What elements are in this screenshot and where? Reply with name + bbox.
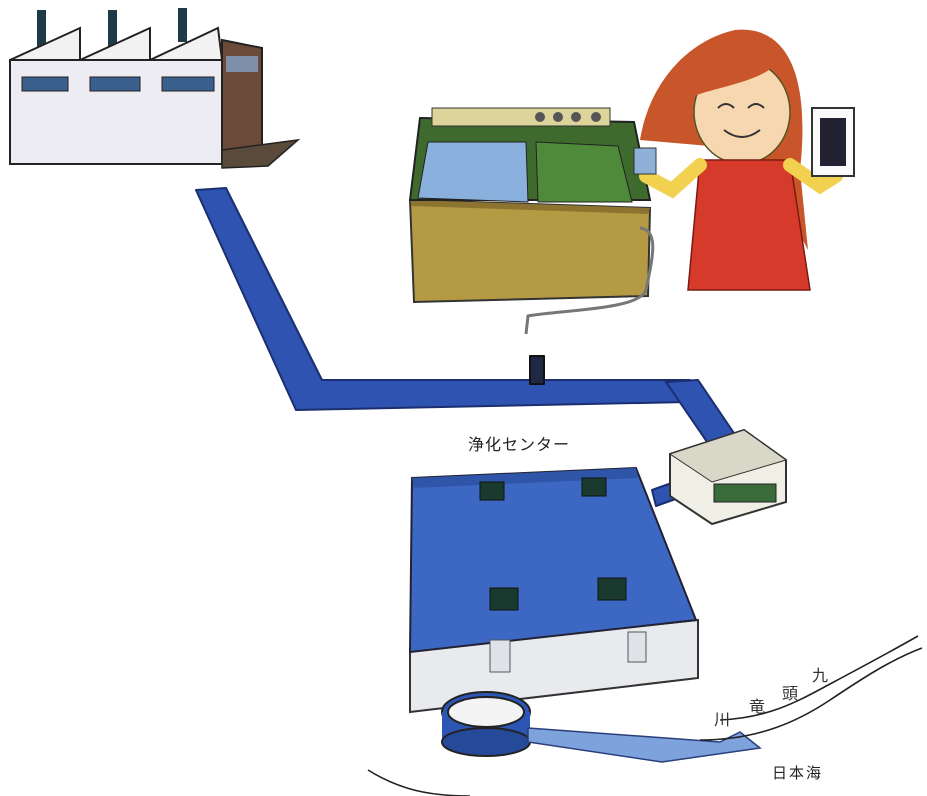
discharge-outlet (442, 692, 760, 762)
river-label-char: 九 (812, 662, 828, 686)
river-label-char: 頭 (782, 680, 798, 704)
river-label-char: 竜 (749, 693, 765, 717)
sea-label: 日本海 (772, 762, 823, 783)
factory-illustration (10, 8, 298, 168)
home-treatment-tank (410, 108, 653, 334)
girl-character (634, 30, 854, 290)
river-label-char: 川 (714, 706, 730, 730)
purification-center-label: 浄化センター (468, 431, 570, 455)
control-box (670, 430, 786, 524)
